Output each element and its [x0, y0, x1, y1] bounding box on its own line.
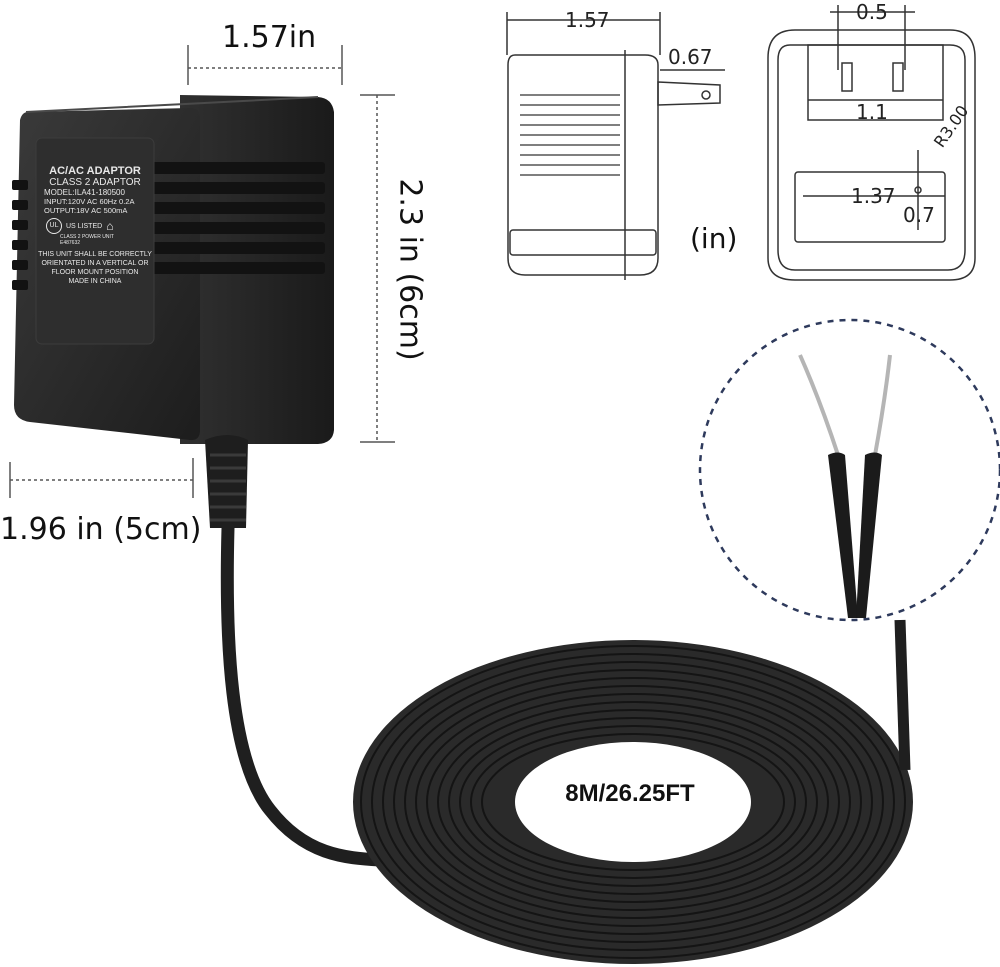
adapter-label-panel: AC/AC ADAPTOR CLASS 2 ADAPTOR MODEL:ILA4…: [38, 165, 152, 286]
label-title: AC/AC ADAPTOR: [49, 165, 141, 177]
front-prong-span-label: 1.1: [856, 100, 888, 124]
label-listing-code: E487632: [60, 240, 81, 246]
label-listing-sub: CLASS 2 POWER UNIT: [60, 234, 114, 240]
label-warning-1: THIS UNIT SHALL BE CORRECTLY: [38, 251, 152, 258]
front-slot-height-label: 0.7: [903, 203, 935, 227]
height-dimension-line: [360, 94, 395, 443]
depth-dimension-line: [9, 458, 194, 498]
label-origin: MADE IN CHINA: [68, 278, 122, 285]
depth-dimension-label: 1.96 in (5cm): [0, 512, 202, 547]
label-listing: US LISTED: [66, 222, 103, 230]
wire-end-detail: [698, 318, 1000, 622]
height-dimension-label: 2.3 in (6cm): [392, 178, 428, 361]
front-view-drawing: [767, 5, 976, 281]
adapter-body: [12, 95, 334, 444]
label-warning-2: ORIENTATED IN A VERTICAL OR: [41, 260, 149, 267]
label-subtitle: CLASS 2 ADAPTOR: [49, 177, 141, 188]
side-width-label: 1.57: [565, 8, 610, 32]
front-prong-gap-label: 0.5: [856, 0, 888, 24]
strain-relief: [205, 435, 248, 528]
side-view-drawing: [506, 12, 725, 280]
width-dimension-line: [187, 45, 343, 85]
coiled-cable: [353, 619, 913, 964]
front-slot-width-label: 1.37: [851, 184, 896, 208]
unit-note: (in): [690, 222, 738, 255]
label-model: MODEL:ILA41-180500: [44, 188, 125, 197]
width-dimension-label: 1.57in: [222, 20, 317, 55]
cord-length-label: 8M/26.25FT: [565, 780, 695, 807]
ul-listing-icon: UL: [46, 218, 62, 234]
house-icon: ⌂: [106, 219, 114, 233]
label-output: OUTPUT:18V AC 500mA: [44, 206, 128, 215]
label-warning-3: FLOOR MOUNT POSITION: [51, 269, 139, 276]
label-input: INPUT:120V AC 60Hz 0.2A: [44, 197, 135, 206]
side-prong-label: 0.67: [668, 45, 713, 69]
cable-lead: [220, 521, 387, 867]
